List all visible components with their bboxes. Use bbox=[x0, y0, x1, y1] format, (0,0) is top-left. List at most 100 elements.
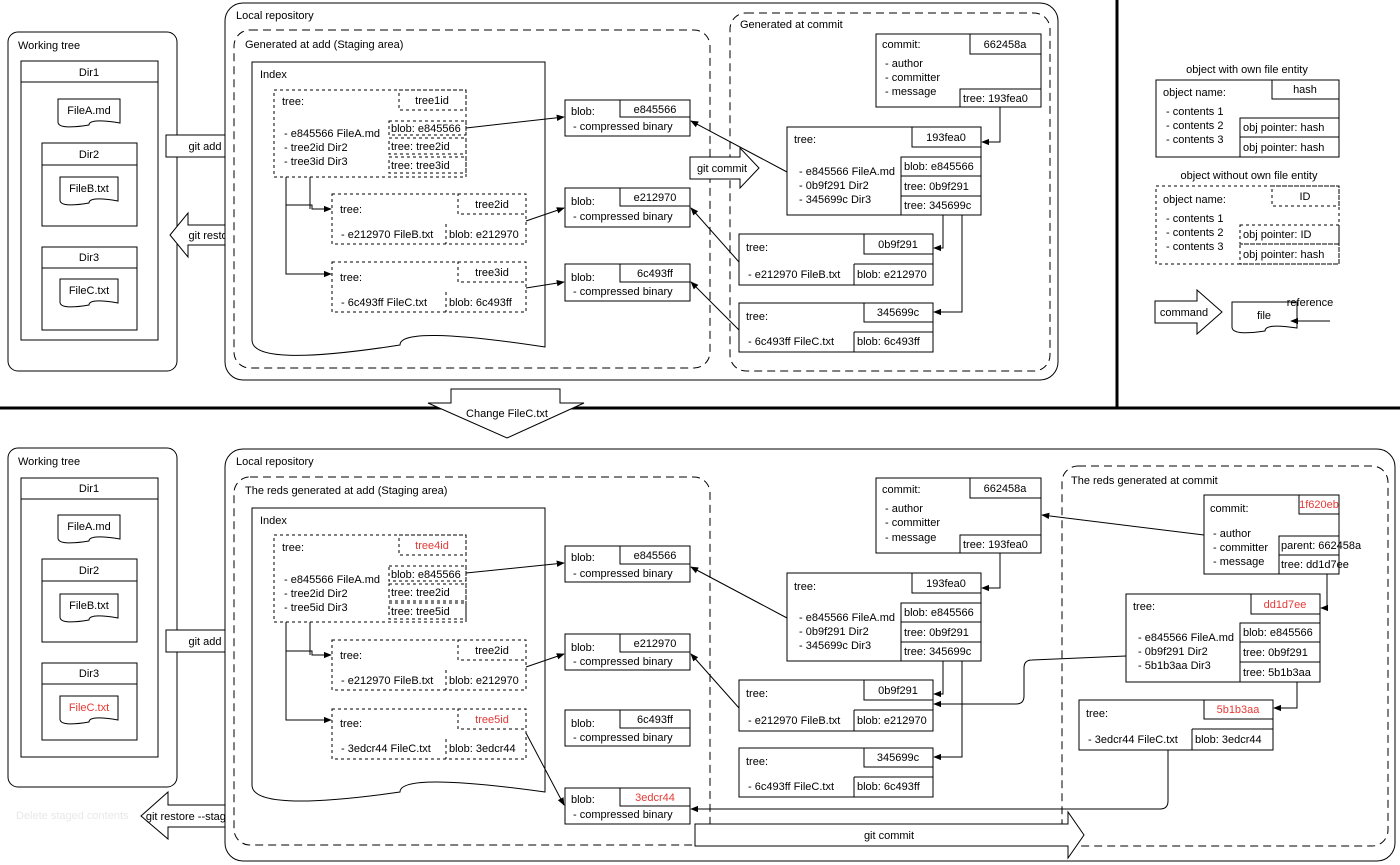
svg-text:- tree3id Dir3: - tree3id Dir3 bbox=[284, 156, 348, 168]
svg-text:tree: tree2id: tree: tree2id bbox=[391, 587, 450, 599]
legend-reference-label: reference bbox=[1287, 297, 1333, 309]
index-document-top bbox=[251, 61, 546, 356]
svg-text:1f620eb: 1f620eb bbox=[1299, 499, 1339, 511]
svg-text:6c493ff: 6c493ff bbox=[637, 714, 674, 726]
svg-text:tree:: tree: bbox=[746, 688, 768, 700]
svg-text:git commit: git commit bbox=[864, 830, 914, 842]
svg-text:- contents 1: - contents 1 bbox=[1166, 106, 1223, 118]
svg-text:obj pointer: hash: obj pointer: hash bbox=[1243, 142, 1324, 154]
svg-text:tree:: tree: bbox=[1133, 601, 1155, 613]
svg-text:tree: 0b9f291: tree: 0b9f291 bbox=[1243, 647, 1308, 659]
commit-area-top bbox=[729, 12, 1051, 372]
commit-area-bottom bbox=[1061, 465, 1389, 847]
svg-text:345699c: 345699c bbox=[877, 307, 920, 319]
svg-text:- tree2id Dir2: - tree2id Dir2 bbox=[284, 588, 348, 600]
index-tree1-top: tree: tree1id - e845566 FileA.md - tree2… bbox=[273, 89, 467, 178]
svg-text:3edcr44: 3edcr44 bbox=[635, 792, 675, 804]
file-a-label: FileA.md bbox=[67, 105, 110, 117]
change-filec-arrow bbox=[427, 388, 585, 439]
svg-text:blob: e212970: blob: e212970 bbox=[449, 229, 519, 241]
legend-own-title: object with own file entity bbox=[1186, 64, 1308, 76]
blob-6c493ff-top: blob: 6c493ff - compressed binary bbox=[564, 263, 691, 302]
svg-text:- message: - message bbox=[885, 86, 936, 98]
svg-text:blob: e845566: blob: e845566 bbox=[1243, 627, 1313, 639]
staging-area-title: Generated at add (Staging area) bbox=[245, 39, 403, 51]
svg-text:Dir1: Dir1 bbox=[79, 483, 99, 495]
index-tree2-top: tree: tree2id - e212970 FileB.txt blob: … bbox=[331, 193, 527, 245]
local-repo-title: Local repository bbox=[236, 10, 314, 22]
svg-text:- contents 3: - contents 3 bbox=[1166, 134, 1223, 146]
svg-text:blob: e845566: blob: e845566 bbox=[904, 607, 974, 619]
staging-area-top bbox=[233, 29, 711, 369]
blob-e845566-top: blob: e845566 - compressed binary bbox=[564, 99, 691, 137]
svg-text:662458a: 662458a bbox=[984, 483, 1028, 495]
svg-text:command: command bbox=[1160, 307, 1208, 319]
svg-text:blob: 3edcr44: blob: 3edcr44 bbox=[449, 743, 516, 755]
svg-text:git restore --staged: git restore --staged bbox=[146, 811, 238, 823]
index-tree3-top: tree: tree3id - 6c493ff FileC.txt blob: … bbox=[331, 261, 527, 313]
svg-text:- compressed binary: - compressed binary bbox=[573, 568, 673, 580]
file-c-label: FileC.txt bbox=[69, 285, 109, 297]
tree-5b1b3aa-bottom: tree: 5b1b3aa - 3edcr44 FileC.txt blob: … bbox=[1078, 699, 1274, 751]
svg-text:- 0b9f291 Dir2: - 0b9f291 Dir2 bbox=[1138, 646, 1208, 658]
blob-e212970-top: blob: e212970 - compressed binary bbox=[564, 187, 691, 228]
svg-text:- compressed binary: - compressed binary bbox=[573, 656, 673, 668]
svg-text:- tree5id Dir3: - tree5id Dir3 bbox=[284, 602, 348, 614]
svg-text:tree2id: tree2id bbox=[475, 645, 509, 657]
svg-text:blob:: blob: bbox=[571, 272, 595, 284]
svg-text:- e212970 FileB.txt: - e212970 FileB.txt bbox=[341, 675, 433, 687]
git-add-label: git add bbox=[188, 141, 221, 153]
svg-text:blob:: blob: bbox=[571, 552, 595, 564]
blob-6c493ff-bottom: blob: 6c493ff - compressed binary bbox=[564, 709, 691, 747]
svg-text:Local repository: Local repository bbox=[236, 456, 314, 468]
index-title: Index bbox=[260, 69, 287, 81]
svg-text:- contents 3: - contents 3 bbox=[1166, 241, 1223, 253]
working-tree-title: Working tree bbox=[18, 40, 80, 52]
index-tree2-bottom: tree: tree2id - e212970 FileB.txt blob: … bbox=[331, 639, 527, 691]
svg-text:dd1d7ee: dd1d7ee bbox=[1264, 599, 1307, 611]
svg-text:The reds generated at commit: The reds generated at commit bbox=[1071, 475, 1218, 487]
svg-text:tree: 193fea0: tree: 193fea0 bbox=[963, 93, 1028, 105]
svg-text:tree: 0b9f291: tree: 0b9f291 bbox=[904, 181, 969, 193]
svg-text:tree: dd1d7ee: tree: dd1d7ee bbox=[1281, 559, 1349, 571]
svg-text:tree3id: tree3id bbox=[475, 267, 509, 279]
dir1-label: Dir1 bbox=[79, 67, 99, 79]
git-commit-arrow-top bbox=[689, 146, 760, 190]
svg-text:- compressed binary: - compressed binary bbox=[573, 732, 673, 744]
svg-text:commit:: commit: bbox=[1210, 503, 1249, 515]
svg-text:- committer: - committer bbox=[885, 72, 940, 84]
svg-text:- 345699c Dir3: - 345699c Dir3 bbox=[799, 640, 871, 652]
svg-text:tree:: tree: bbox=[794, 581, 816, 593]
svg-text:tree: 345699c: tree: 345699c bbox=[904, 200, 972, 212]
svg-text:tree:: tree: bbox=[340, 204, 362, 216]
blob-3edcr44-bottom: blob: 3edcr44 - compressed binary bbox=[564, 787, 691, 825]
commit-area-title: Generated at commit bbox=[740, 19, 843, 31]
tree-dd1d7ee-bottom: tree: dd1d7ee - e845566 FileA.md - 0b9f2… bbox=[1125, 593, 1321, 683]
svg-text:- contents 2: - contents 2 bbox=[1166, 227, 1223, 239]
svg-text:blob: 3edcr44: blob: 3edcr44 bbox=[1195, 734, 1262, 746]
svg-text:5b1b3aa: 5b1b3aa bbox=[1217, 704, 1261, 716]
svg-text:- 345699c Dir3: - 345699c Dir3 bbox=[799, 194, 871, 206]
svg-text:- compressed binary: - compressed binary bbox=[573, 809, 673, 821]
working-tree-bottom: Working tree Dir1 FileA.md Dir2 FileB.tx… bbox=[7, 447, 178, 788]
svg-text:FileA.md: FileA.md bbox=[67, 521, 110, 533]
blob-e212970-bottom: blob: e212970 - compressed binary bbox=[564, 633, 691, 671]
blob-e845566-bottom: blob: e845566 - compressed binary bbox=[564, 545, 691, 583]
svg-text:tree5id: tree5id bbox=[475, 714, 509, 726]
svg-text:Dir2: Dir2 bbox=[79, 565, 99, 577]
svg-text:obj pointer: hash: obj pointer: hash bbox=[1243, 122, 1324, 134]
svg-text:Working tree: Working tree bbox=[18, 456, 80, 468]
svg-text:commit:: commit: bbox=[882, 39, 921, 51]
svg-text:object name:: object name: bbox=[1163, 87, 1226, 99]
svg-text:- committer: - committer bbox=[885, 517, 940, 529]
commit-662458a-bottom: commit: 662458a - author - committer - m… bbox=[875, 477, 1042, 554]
svg-text:tree:: tree: bbox=[340, 650, 362, 662]
svg-text:- message: - message bbox=[885, 532, 936, 544]
tree-193fea0-top: tree: 193fea0 - e845566 FileA.md - 0b9f2… bbox=[786, 126, 982, 216]
svg-text:- 6c493ff FileC.txt: - 6c493ff FileC.txt bbox=[341, 297, 427, 309]
svg-text:tree:: tree: bbox=[794, 134, 816, 146]
svg-text:tree:: tree: bbox=[340, 272, 362, 284]
svg-text:- 5b1b3aa Dir3: - 5b1b3aa Dir3 bbox=[1138, 660, 1211, 672]
